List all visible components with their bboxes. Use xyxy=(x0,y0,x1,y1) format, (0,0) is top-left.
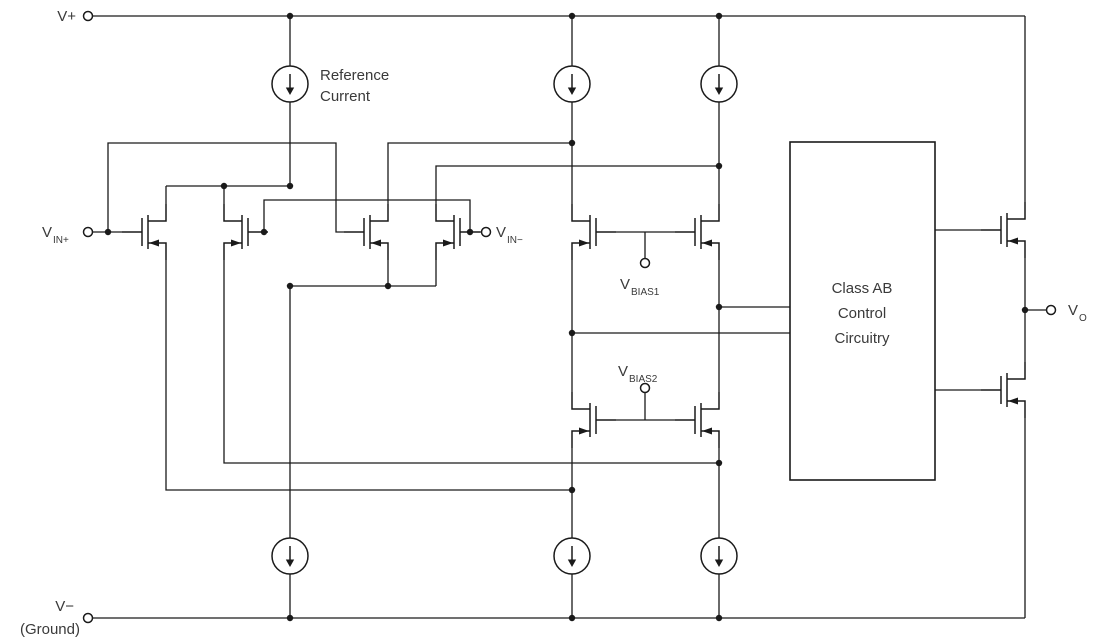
current-source-top-3-icon xyxy=(700,65,738,103)
vin-plus-subscript: IN+ xyxy=(53,235,69,246)
cascode-nmos-right xyxy=(674,391,720,449)
reference-current-label-line2: Current xyxy=(320,88,371,105)
reference-current-label-line1: Reference xyxy=(320,67,389,84)
vplus-label: V+ xyxy=(57,8,76,25)
junction-dots xyxy=(104,12,1029,622)
vout-terminal xyxy=(1045,304,1057,316)
vin-minus-terminal xyxy=(480,226,492,238)
vbias1-subscript: BIAS1 xyxy=(631,287,660,298)
vin-minus-label: V xyxy=(496,224,506,241)
class-ab-label-line1: Class AB xyxy=(832,280,893,297)
cascode-pmos-left xyxy=(571,203,617,261)
vbias1-terminal xyxy=(639,257,651,269)
vminus-label: V− xyxy=(55,598,74,615)
class-ab-box xyxy=(789,141,936,481)
output-pmos xyxy=(980,201,1026,259)
nmos-input-left xyxy=(343,203,389,261)
vout-label: V xyxy=(1068,302,1078,319)
current-source-bottom-3-icon xyxy=(700,537,738,575)
current-source-top-2-icon xyxy=(553,65,591,103)
class-ab-label-line3: Circuitry xyxy=(835,330,890,347)
vbias2-terminal xyxy=(639,382,651,394)
terminals xyxy=(82,10,1057,624)
current-source-bottom-2-icon xyxy=(553,537,591,575)
pmos-input-left xyxy=(121,203,167,261)
current-source-bottom-1-icon xyxy=(271,537,309,575)
vout-subscript: O xyxy=(1079,313,1087,324)
cascode-nmos-left xyxy=(571,391,617,449)
vbias1-label: V xyxy=(620,276,630,293)
vin-plus-terminal xyxy=(82,226,94,238)
nmos-input-right xyxy=(435,203,481,261)
vplus-terminal xyxy=(82,10,94,22)
ground-label: (Ground) xyxy=(20,621,80,638)
output-nmos xyxy=(980,361,1026,419)
wires xyxy=(92,15,1047,619)
vminus-terminal xyxy=(82,612,94,624)
reference-current-source-icon xyxy=(271,65,309,103)
cascode-pmos-right xyxy=(674,203,720,261)
vin-plus-label: V xyxy=(42,224,52,241)
vin-minus-subscript: IN− xyxy=(507,235,523,246)
vbias2-label: V xyxy=(618,363,628,380)
class-ab-label-line2: Control xyxy=(838,305,886,322)
vbias2-subscript: BIAS2 xyxy=(629,374,658,385)
